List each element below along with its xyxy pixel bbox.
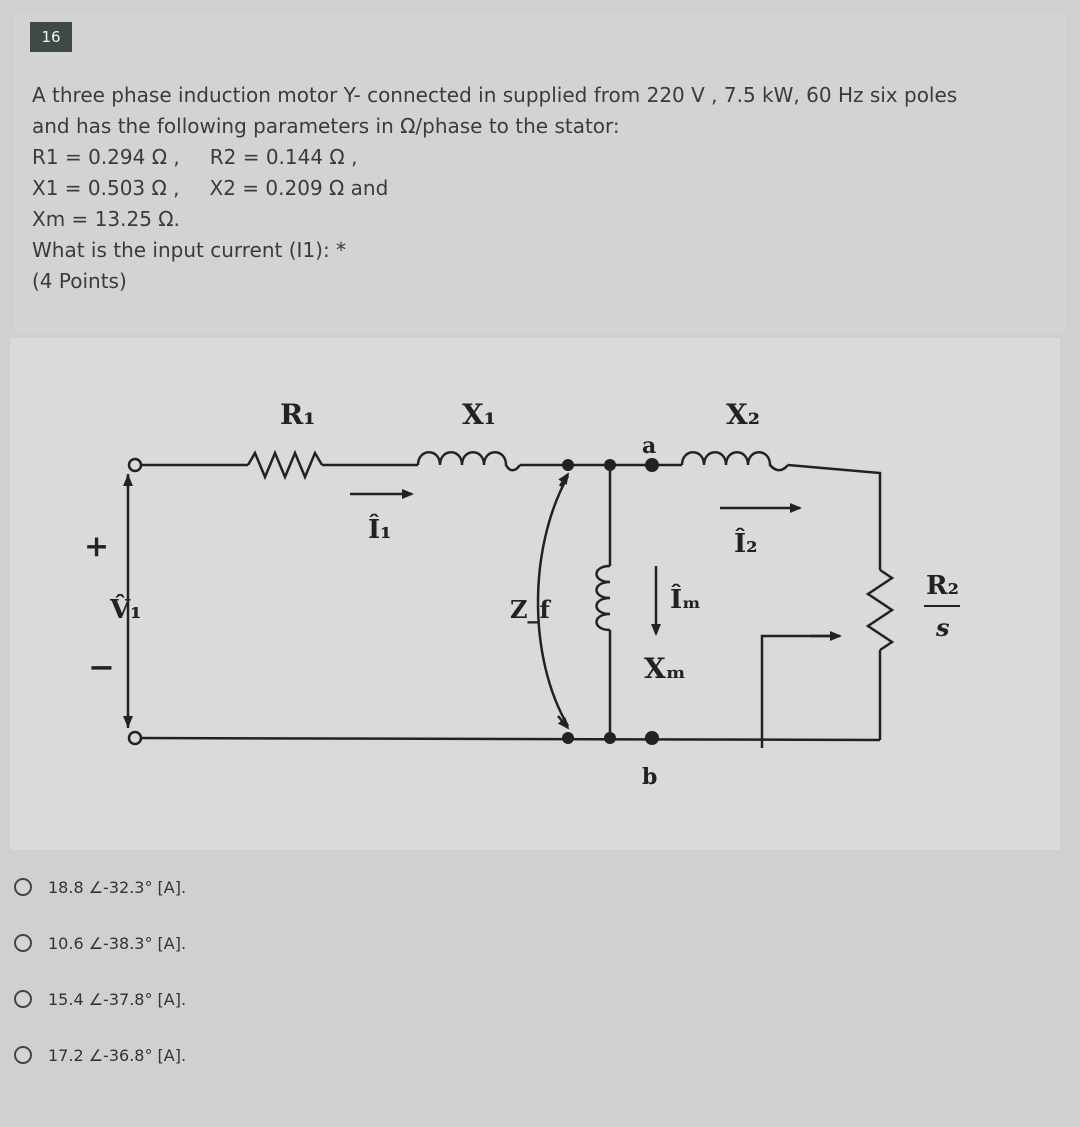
- option-2-radio[interactable]: [14, 934, 32, 952]
- option-1-radio[interactable]: [14, 878, 32, 896]
- bottom-wire: [134, 736, 881, 742]
- circuit-figure: R₁ X₁ X₂ a b Î₁ Î₂ Îₘ Xₘ Z_f V̂₁ + − R₂ …: [10, 338, 1060, 850]
- zf-arc: [536, 475, 570, 727]
- circuit-diagram: R₁ X₁ X₂ a b Î₁ Î₂ Îₘ Xₘ Z_f V̂₁ + − R₂ …: [84, 398, 960, 790]
- zf-arrow-top: [558, 472, 570, 487]
- terminal-top: [127, 457, 143, 473]
- option-4-radio[interactable]: [14, 1046, 32, 1064]
- question-line-2: and has the following parameters in Ω/ph…: [32, 114, 620, 138]
- node-b-dot: [645, 731, 659, 745]
- param-row-r: R1 = 0.294 Ω , R2 = 0.144 Ω ,: [32, 142, 1062, 173]
- zf-arrow-bottom: [557, 715, 570, 730]
- option-1[interactable]: 18.8 ∠-32.3° [A].: [14, 872, 186, 902]
- junction-bottom-1: [562, 732, 574, 744]
- question-number-badge: 16: [30, 22, 72, 52]
- question-card: [14, 14, 1066, 334]
- node-a-dot: [645, 458, 659, 472]
- param-x2: X2 = 0.209 Ω and: [209, 176, 389, 200]
- param-r2: R2 = 0.144 Ω ,: [209, 145, 358, 169]
- label-plus: +: [84, 529, 109, 564]
- option-3-radio[interactable]: [14, 990, 32, 1008]
- option-3-label: 15.4 ∠-37.8° [A].: [48, 989, 187, 1009]
- label-v1: V̂₁: [109, 594, 142, 625]
- label-r2: R₂: [926, 571, 959, 601]
- top-wire-right: [787, 463, 882, 570]
- label-r1: R₁: [280, 398, 316, 431]
- param-r1: R1 = 0.294 Ω ,: [32, 145, 180, 169]
- junction-top-1: [562, 459, 574, 471]
- label-x1: X₁: [462, 398, 496, 431]
- inductor-x1: [416, 451, 522, 472]
- terminal-bottom: [127, 730, 143, 746]
- question-text: A three phase induction motor Y- connect…: [32, 80, 1062, 297]
- label-i1: Î₁: [368, 513, 392, 545]
- question-line-1: A three phase induction motor Y- connect…: [32, 83, 958, 107]
- label-im: Îₘ: [670, 583, 701, 615]
- option-2-label: 10.6 ∠-38.3° [A].: [48, 933, 187, 953]
- junction-top-2: [604, 459, 616, 471]
- option-4-label: 17.2 ∠-36.8° [A].: [48, 1045, 187, 1065]
- param-xm: Xm = 13.25 Ω.: [32, 207, 180, 231]
- option-2[interactable]: 10.6 ∠-38.3° [A].: [14, 928, 186, 958]
- junction-bottom-2: [604, 732, 616, 744]
- label-zf: Z_f: [510, 595, 552, 624]
- label-minus: −: [88, 648, 115, 686]
- label-x2: X₂: [726, 398, 760, 431]
- option-1-label: 18.8 ∠-32.3° [A].: [48, 877, 187, 897]
- label-node-b: b: [642, 764, 657, 790]
- option-4[interactable]: 17.2 ∠-36.8° [A].: [14, 1040, 186, 1070]
- variable-arrow-wire: [760, 634, 838, 748]
- inductor-x2: [680, 451, 789, 472]
- inductor-xm: [595, 564, 611, 632]
- resistor-r2-s: [865, 568, 895, 652]
- option-3[interactable]: 15.4 ∠-37.8° [A].: [14, 984, 186, 1014]
- param-x1: X1 = 0.503 Ω ,: [32, 176, 180, 200]
- param-row-x: X1 = 0.503 Ω , X2 = 0.209 Ω and: [32, 173, 1062, 204]
- question-prompt: What is the input current (I1): *: [32, 238, 347, 262]
- label-i2: Î₂: [734, 527, 758, 559]
- label-xm: Xₘ: [644, 652, 686, 685]
- label-s: s: [935, 613, 950, 642]
- question-points: (4 Points): [32, 269, 127, 293]
- resistor-r1: [246, 449, 324, 481]
- label-node-a: a: [642, 433, 656, 459]
